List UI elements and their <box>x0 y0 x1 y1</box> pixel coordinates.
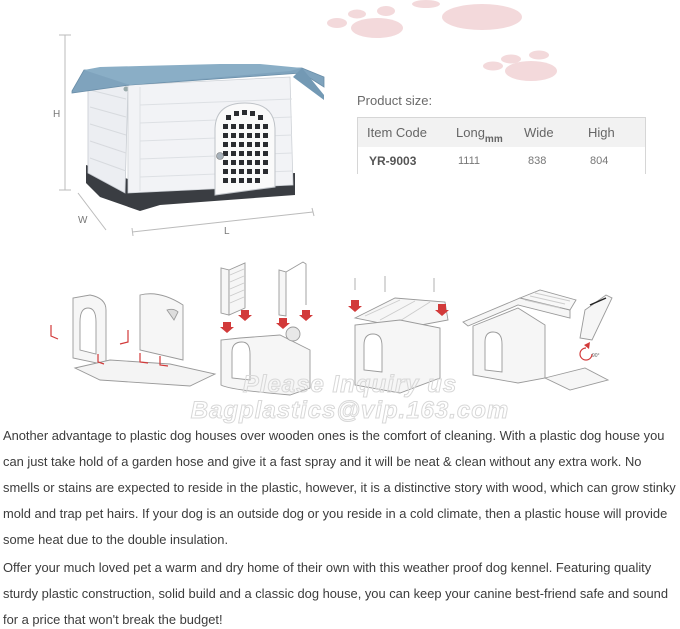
cell-high: 804 <box>590 154 609 167</box>
product-size-label: Product size: <box>357 93 433 108</box>
width-dimension-label: W <box>78 215 88 226</box>
dog-house-product-image: H W L <box>53 34 325 237</box>
rotation-angle-label: 90° <box>592 353 600 359</box>
product-size-table: Item Code Longmm Wide High YR-9003 1111 … <box>357 117 646 174</box>
header-item-code: Item Code <box>367 125 427 140</box>
cell-long: 1111 <box>458 154 481 167</box>
length-dimension-label: L <box>224 226 230 237</box>
header-long-label: Long <box>456 125 485 140</box>
assembly-instructions-diagram: 90° <box>50 261 613 396</box>
table-header-row: Item Code Longmm Wide High <box>358 118 645 147</box>
cell-item-code: YR-9003 <box>369 153 417 168</box>
header-wide: Wide <box>524 125 554 140</box>
unit-label: mm <box>484 134 503 145</box>
height-dimension-label: H <box>53 109 60 120</box>
description-paragraph-2: Offer your much loved pet a warm and dry… <box>3 560 668 627</box>
assembly-step-1 <box>50 293 217 387</box>
watermark-line-2: Bagplastics@vip.163.com <box>190 397 510 425</box>
description-paragraph-1: Another advantage to plastic dog houses … <box>3 428 676 547</box>
table-row: YR-9003 1111 838 804 <box>358 147 645 174</box>
cell-wide: 838 <box>528 154 547 167</box>
assembly-step-4: 90° <box>462 289 613 391</box>
watermark-line-1: Please Inquiry us <box>242 371 458 399</box>
header-high: High <box>588 125 615 140</box>
paw-prints-decoration <box>327 0 557 81</box>
header-long: Longmm <box>456 125 524 145</box>
assembly-step-3 <box>348 276 449 394</box>
assembly-step-2 <box>220 261 313 396</box>
